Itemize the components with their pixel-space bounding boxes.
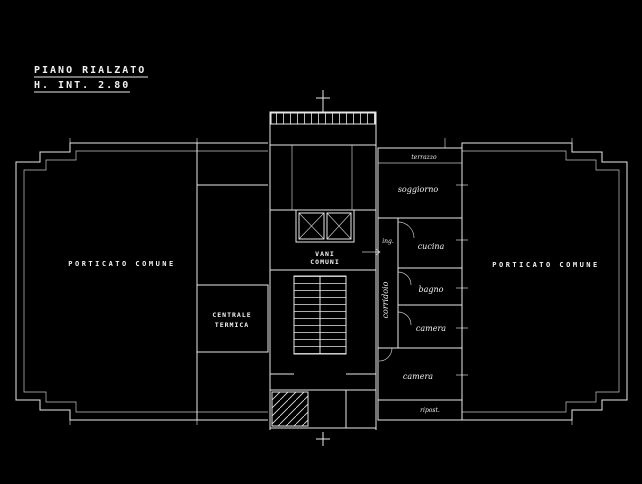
door-arc-camera-2 [378,347,393,362]
bottom-survey-mark [316,432,330,446]
core-bottom-walls [270,390,376,429]
label-porticato-left: PORTICATO COMUNE [68,260,175,268]
title-block: PIANO RIALZATO H. INT. 2.80 [34,65,148,93]
top-terrace-outline [269,111,377,146]
label-centrale-1: CENTRALE [212,311,251,319]
label-vani-1: VANI [315,250,335,258]
label-terrazzo: terrazzo [411,154,437,161]
lift-shaft-2 [326,212,352,240]
label-vani-2: COMUNI [310,258,339,266]
left-wing-inner-line [23,150,268,413]
label-cucina: cucina [418,242,445,251]
right-wing-ticks [444,138,573,425]
top-terrace-railing-hatch [270,112,376,125]
entrance-hall-walls [291,145,353,210]
label-soggiorno: soggiorno [398,185,439,194]
label-camera-2: camera [403,372,433,381]
label-porticato-right: PORTICATO COMUNE [492,261,599,269]
door-arc-cucina [397,221,415,239]
door-arc-bagno [397,271,412,286]
entry-arrow [362,248,381,256]
right-wing-inner-line [462,150,620,413]
plan-title: PIANO RIALZATO [34,65,146,76]
central-core: VANI COMUNI [269,90,377,446]
boiler-room-outline [196,284,269,353]
apartment-outline [377,147,463,421]
external-stair-hatch [271,391,309,427]
plan-height-note: H. INT. 2.80 [34,80,130,91]
lift-shaft-1-cross [298,212,325,240]
door-arc-camera-1 [397,311,412,326]
label-ripostiglio: ripost. [420,407,440,414]
label-ingresso: ing. [382,238,394,245]
right-wing-outline [461,142,628,421]
label-camera-1: camera [416,324,446,333]
apartment-rooms: terrazzo soggiorno corridoio ing. cucina… [362,147,468,421]
right-wing: PORTICATO COMUNE [444,138,628,425]
label-bagno: bagno [419,285,444,294]
lift-shaft-1 [298,212,325,240]
left-wing-outline [15,142,268,421]
core-side-walls [269,145,377,430]
lift-block-outline [295,209,355,243]
label-corridoio: corridoio [381,281,390,318]
top-survey-mark [316,90,330,112]
window-ticks [456,184,468,376]
left-wing: PORTICATO COMUNE CENTRALE TERMICA [15,138,269,425]
lift-shaft-2-cross [326,212,352,240]
left-wing-ticks [69,138,198,425]
label-centrale-2: TERMICA [215,321,249,329]
